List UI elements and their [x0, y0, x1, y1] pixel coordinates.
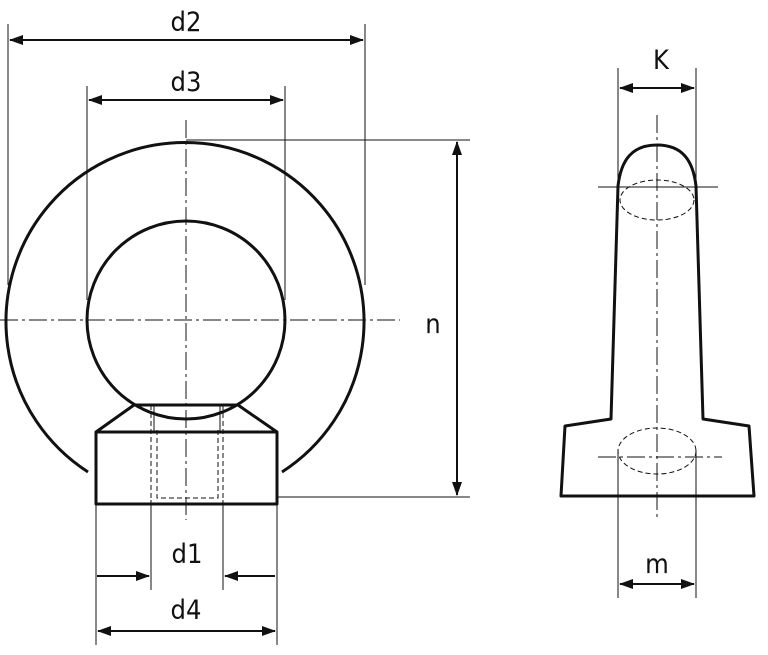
- d3-label: d3: [171, 67, 202, 98]
- side-view: K m: [559, 45, 756, 598]
- outer-ring: [4, 141, 366, 474]
- d1-label: d1: [172, 539, 203, 570]
- n-label: n: [425, 309, 440, 340]
- thread-hidden-inner: [156, 430, 219, 499]
- m-label: m: [645, 549, 669, 580]
- d2-label: d2: [171, 7, 202, 38]
- front-view: d2 d3 n d1 d4: [0, 7, 470, 645]
- K-label: K: [653, 45, 670, 76]
- d4-label: d4: [171, 595, 202, 626]
